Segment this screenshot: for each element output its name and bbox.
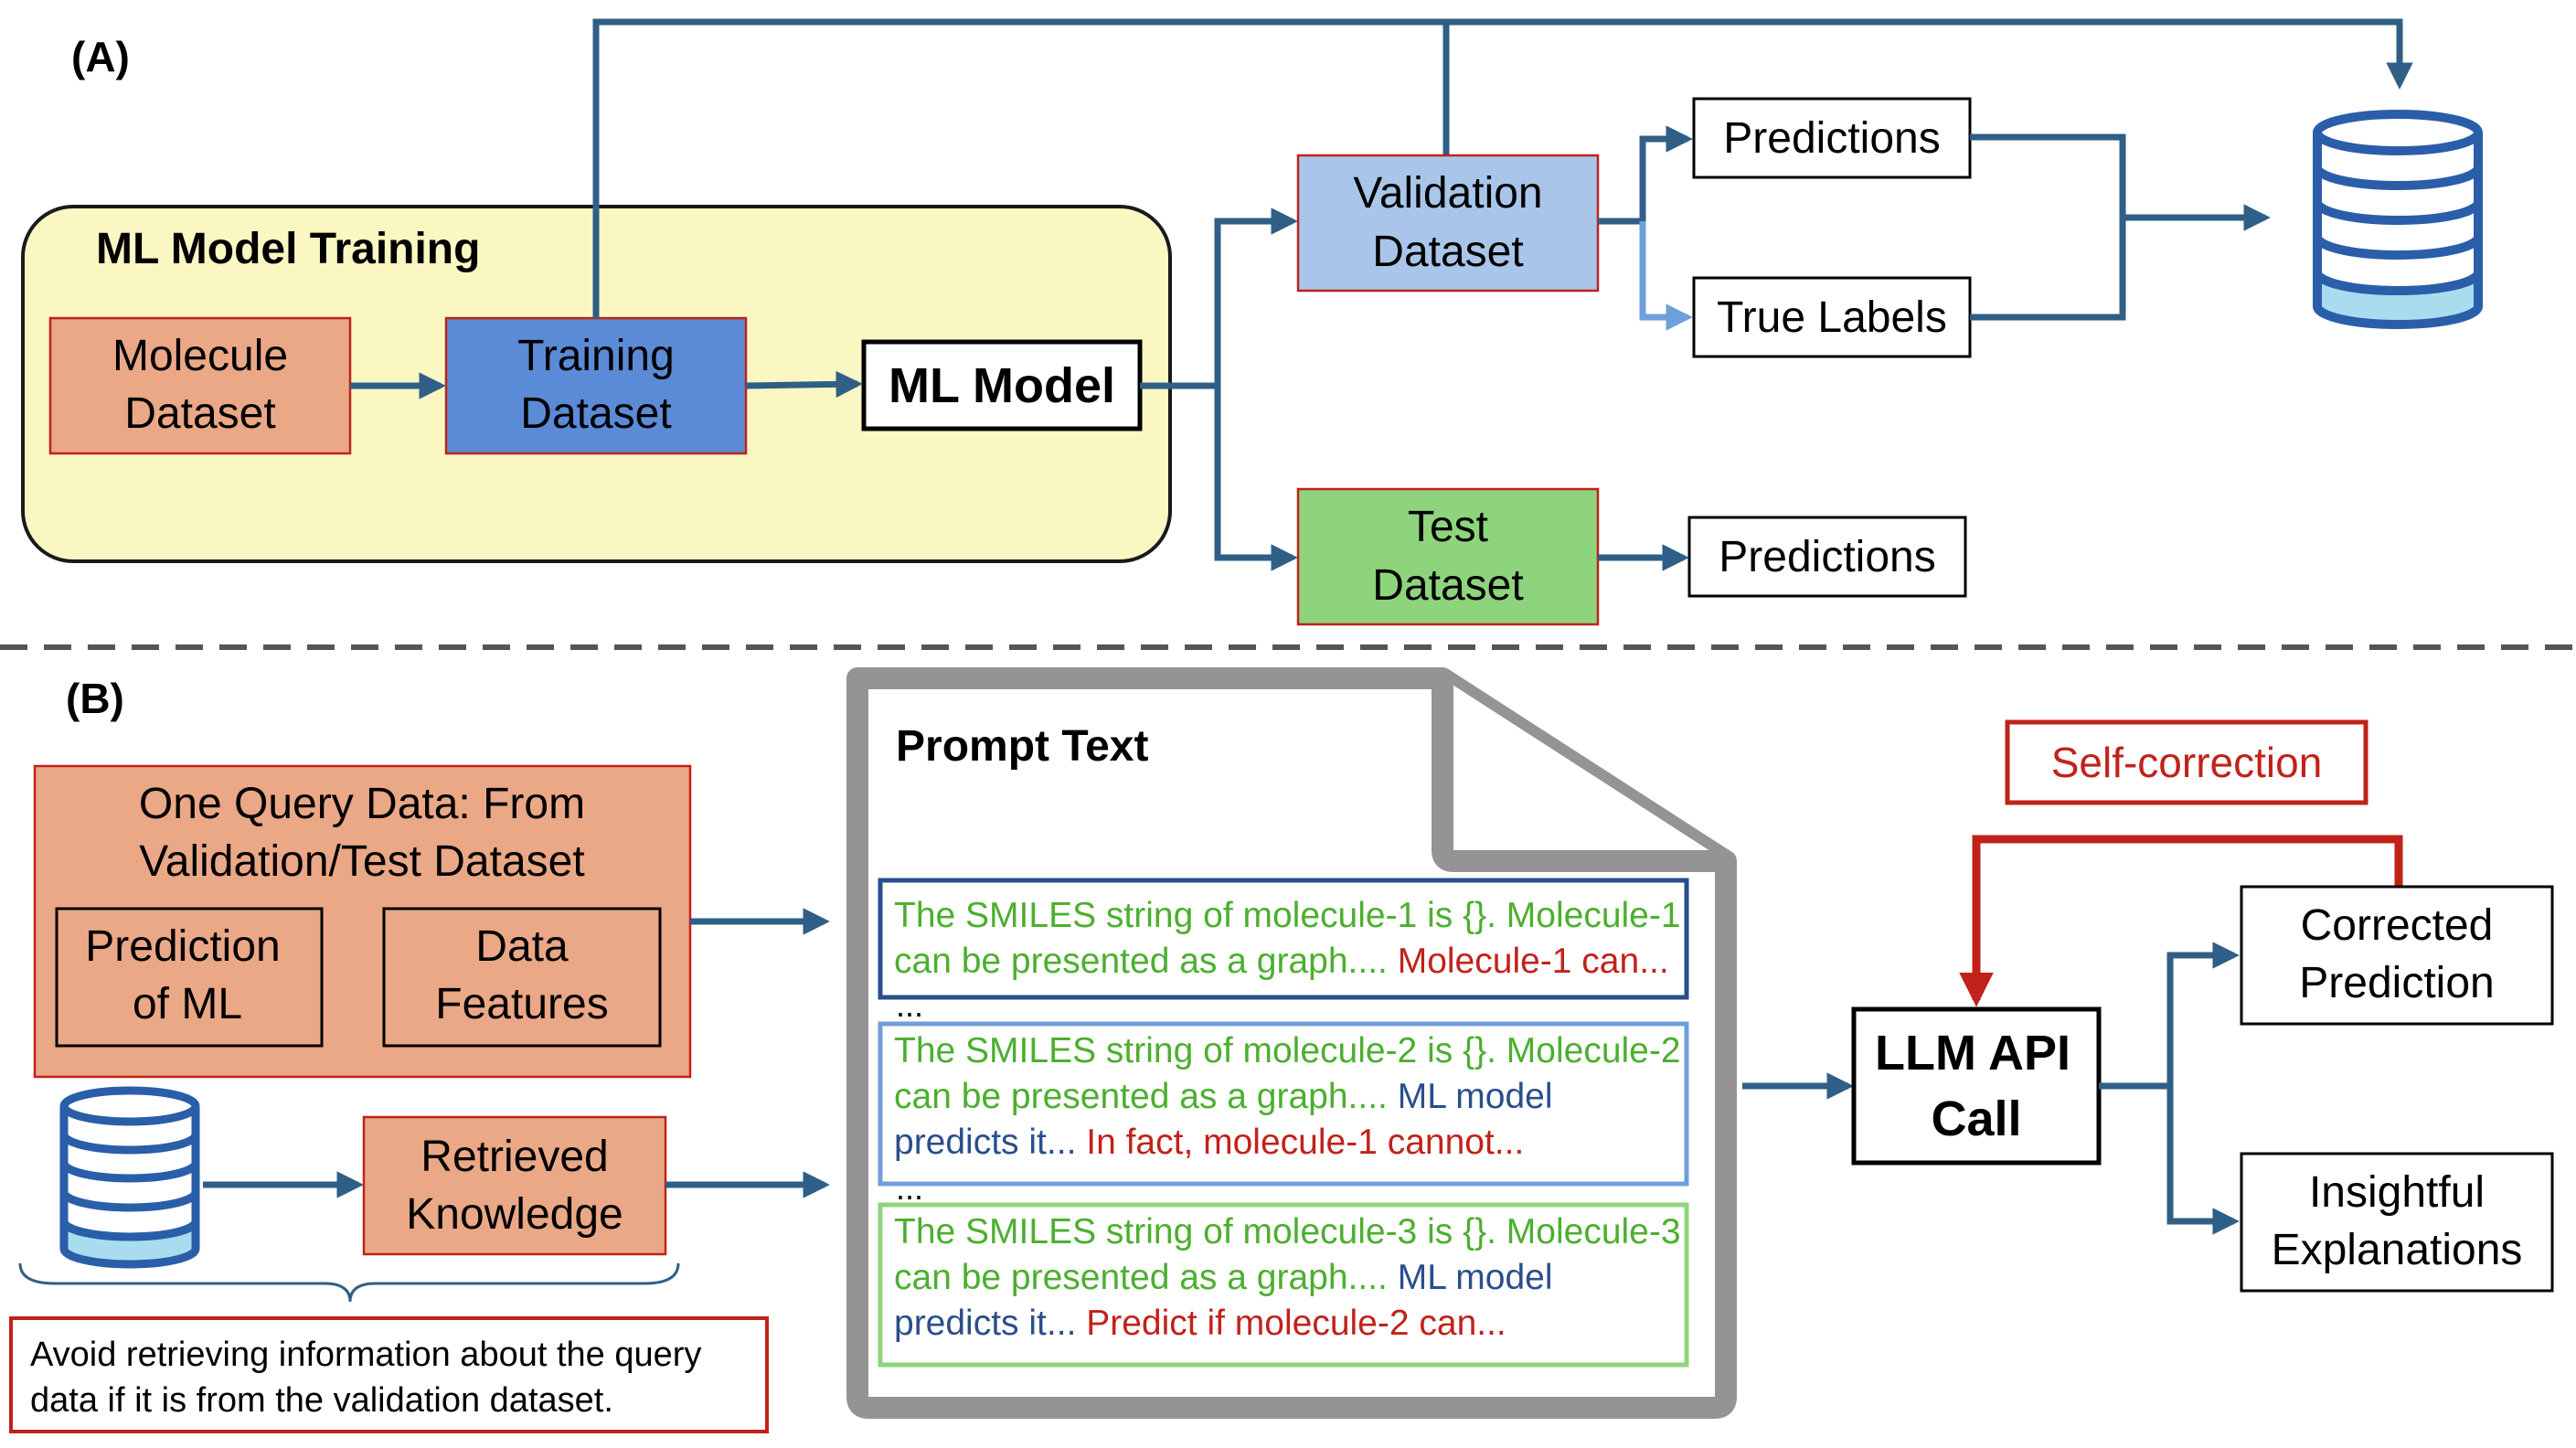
- insightful-explanations-line2: Explanations: [2272, 1226, 2523, 1274]
- retrieved-knowledge-line2: Knowledge: [406, 1190, 623, 1239]
- prompt-block-3: [878, 1202, 1689, 1368]
- molecule-dataset-line1: Molecule: [112, 332, 288, 380]
- test-predictions-label: Predictions: [1719, 533, 1935, 581]
- merge-bracket: [1970, 133, 2126, 321]
- llm-api-call-box: LLM API Call: [1851, 1006, 2102, 1166]
- data-features-box: [382, 907, 662, 1048]
- panel-b-label: (B): [66, 675, 124, 722]
- self-correction-loop-arrow: [1959, 835, 2403, 1007]
- validation-dataset-line1: Validation: [1353, 169, 1542, 218]
- prompt-block-1: [878, 878, 1689, 1000]
- prompt-1-line1: The SMILES string of molecule-1 is {}. M…: [894, 896, 1681, 935]
- prediction-of-ml-line1: Prediction: [85, 922, 280, 971]
- validation-dataset-box: Validation Dataset: [1296, 154, 1600, 293]
- molecule-dataset-line2: Dataset: [124, 389, 275, 438]
- insightful-explanations-box: Insightful Explanations: [2240, 1152, 2554, 1293]
- ml-model-box: ML Model: [861, 339, 1143, 431]
- data-features-line1: Data: [475, 922, 569, 971]
- database-icon: [2313, 110, 2483, 329]
- training-dataset-box: Training Dataset: [444, 316, 748, 455]
- llm-api-line1: LLM API: [1875, 1026, 2070, 1081]
- arrow-llm-to-corrected: [2166, 942, 2240, 1086]
- query-title-line2: Validation/Test Dataset: [139, 837, 584, 886]
- llm-api-line2: Call: [1931, 1091, 2021, 1146]
- prompt-document: Prompt Text The SMILES string of molecul…: [846, 667, 1737, 1419]
- ml-model-label: ML Model: [889, 358, 1115, 413]
- arrow-training-to-model: [745, 370, 863, 399]
- true-labels-box: True Labels: [1692, 276, 1972, 358]
- query-title-line1: One Query Data: From: [139, 780, 585, 828]
- corrected-prediction-box: Corrected Prediction: [2240, 885, 2554, 1026]
- note-line1: Avoid retrieving information about the q…: [30, 1336, 701, 1374]
- arrow-model-to-test: [1214, 386, 1298, 571]
- true-labels-label: True Labels: [1717, 293, 1947, 342]
- val-predictions-label: Predictions: [1723, 114, 1940, 163]
- prompt-3-line2: can be presented as a graph.... ML model: [894, 1258, 1553, 1297]
- prompt-2-line2: can be presented as a graph.... ML model: [894, 1077, 1553, 1116]
- insightful-explanations-line1: Insightful: [2309, 1168, 2485, 1217]
- query-data-box: One Query Data: From Validation/Test Dat…: [33, 764, 692, 1079]
- prediction-of-ml-line2: of ML: [133, 980, 242, 1028]
- training-dataset-line1: Training: [517, 332, 675, 380]
- test-dataset-line1: Test: [1408, 503, 1488, 551]
- database-icon-b: [59, 1086, 200, 1269]
- arrow-llm-to-explanations: [2166, 1086, 2240, 1235]
- prediction-of-ml-box: [55, 907, 324, 1048]
- prompt-1-line2: can be presented as a graph.... Molecule…: [894, 942, 1669, 981]
- prompt-2-line3: predicts it... In fact, molecule-1 canno…: [894, 1123, 1524, 1162]
- arrow-training-to-database: [592, 18, 2413, 318]
- data-features-line2: Features: [435, 980, 608, 1028]
- prompt-block-2: [878, 1021, 1689, 1187]
- prompt-3-line1: The SMILES string of molecule-3 is {}. M…: [894, 1212, 1681, 1251]
- prompt-ellipsis-1: ...: [896, 986, 923, 1024]
- arrow-validation-to-true-labels: [1639, 221, 1693, 331]
- retrieved-knowledge-line1: Retrieved: [420, 1133, 608, 1181]
- prompt-ellipsis-2: ...: [896, 1169, 923, 1207]
- molecule-dataset-box: Molecule Dataset: [48, 316, 352, 455]
- test-dataset-line2: Dataset: [1372, 561, 1523, 610]
- test-predictions-box: Predictions: [1687, 516, 1967, 598]
- test-dataset-box: Test Dataset: [1296, 487, 1600, 626]
- arrow-validation-to-predictions: [1598, 125, 1693, 225]
- corrected-prediction-line2: Prediction: [2299, 959, 2494, 1007]
- corrected-prediction-line1: Corrected: [2301, 901, 2494, 950]
- self-correction-box: Self-correction: [2005, 719, 2368, 805]
- val-predictions-box: Predictions: [1692, 97, 1972, 179]
- self-correction-label: Self-correction: [2051, 739, 2323, 786]
- arrow-model-to-validation: [1214, 208, 1298, 386]
- prompt-title: Prompt Text: [896, 722, 1148, 771]
- prompt-3-line3: predicts it... Predict if molecule-2 can…: [894, 1304, 1506, 1343]
- training-dataset-line2: Dataset: [520, 389, 671, 438]
- panel-a-label: (A): [71, 33, 130, 80]
- retrieval-note-box: Avoid retrieving information about the q…: [9, 1316, 769, 1433]
- retrieved-knowledge-box: Retrieved Knowledge: [362, 1115, 667, 1256]
- note-line2: data if it is from the validation datase…: [30, 1381, 613, 1420]
- validation-dataset-line2: Dataset: [1372, 228, 1523, 276]
- ml-training-title: ML Model Training: [96, 225, 480, 273]
- prompt-2-line1: The SMILES string of molecule-2 is {}. M…: [894, 1031, 1681, 1070]
- retrieval-brace: [18, 1262, 680, 1303]
